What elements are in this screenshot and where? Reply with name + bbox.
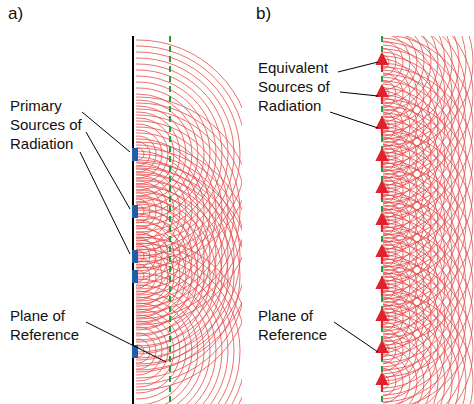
source-arrow (381, 118, 383, 136)
source-arrow (381, 182, 383, 200)
wavefront-arc (383, 251, 417, 321)
wavefront-arc (136, 327, 162, 375)
wavefront-arc (136, 297, 192, 404)
wavefront-arc (136, 202, 192, 310)
source-arrow (381, 342, 383, 360)
wavefront-arc (383, 315, 417, 385)
wavefront-arc (383, 169, 403, 211)
wavefront-arc (136, 291, 198, 404)
source-arrow (381, 214, 383, 232)
wavefront-arc (136, 345, 144, 357)
source-arrow (381, 310, 383, 328)
panel-letter: a) (8, 4, 48, 23)
wavefront-arc (383, 233, 403, 275)
wavefront-arc (136, 279, 210, 404)
wavefront-arc (383, 241, 459, 395)
reference-plane-a (169, 36, 171, 404)
wavefront-arc (136, 249, 240, 404)
wavefront-arc (383, 308, 424, 392)
wavefront-arc (383, 340, 424, 404)
wavefront-arc (383, 259, 473, 404)
sources-label: Equivalent Sources of Radiation (258, 58, 340, 115)
wavefront-arc (383, 291, 473, 404)
wavefront-arc (383, 123, 417, 193)
wavefront-arc (383, 319, 445, 404)
source-arrow (381, 278, 383, 296)
leader-lines (80, 62, 378, 362)
wavefront-arc (383, 105, 403, 147)
wavefront-arc (136, 309, 180, 393)
wavefront-arc (136, 157, 192, 265)
wavefront-arc (136, 192, 222, 360)
wavefront-arc (383, 219, 417, 289)
wavefront-arc (383, 297, 403, 339)
wavefront-arc (383, 36, 424, 104)
wavefront-arc (136, 258, 156, 294)
wavefront-arc (136, 186, 228, 366)
wavefront-arc (383, 59, 417, 129)
wavefront-arc (383, 91, 417, 161)
wavefront-arc (136, 184, 210, 328)
wavefront-arc (383, 347, 417, 404)
wavefront-arc (136, 273, 216, 404)
sources-label: Primary Sources of Radiation (10, 96, 92, 153)
wavefront-arc (136, 70, 222, 238)
equivalent-sources (381, 54, 383, 392)
wavefront-arc (383, 201, 403, 243)
source-arrow (381, 374, 383, 392)
wavefront-arc (136, 267, 222, 404)
panel-letter: b) (256, 4, 296, 23)
wavefront-arc (383, 265, 403, 307)
wavefront-arc (383, 283, 417, 353)
wavefront-arc (136, 222, 192, 330)
wavefront-arc (383, 273, 459, 404)
wavefront-arc (136, 97, 242, 325)
wavefront-arc (383, 187, 417, 257)
wavefront-arc (383, 368, 396, 396)
source-arrow (381, 54, 383, 72)
wavefront-arc (136, 168, 242, 384)
source-arrow (381, 246, 383, 264)
wavefront-arc (136, 237, 242, 404)
wavefront-arc (383, 298, 466, 404)
wavefront-arc (383, 137, 403, 179)
wavefront-arc (136, 261, 228, 404)
wavefront-arc (136, 270, 144, 282)
wavefronts-b (383, 36, 473, 404)
wavefront-arc (136, 52, 240, 256)
wavefront-arc (136, 315, 174, 387)
wavefront-arc (136, 255, 234, 404)
wavefront-arc (383, 375, 389, 389)
reference-plane-b (381, 36, 383, 404)
plane-label: Plane of Reference (10, 306, 90, 344)
wavefront-arc (136, 205, 144, 217)
wavefront-arc (383, 73, 403, 115)
wavefront-arc (136, 333, 156, 369)
wavefront-arc (383, 312, 452, 404)
wavefront-arc (383, 227, 473, 404)
source-arrow (381, 150, 383, 168)
wavefront-arc (383, 209, 459, 363)
wavefront-arc (136, 321, 168, 381)
primary-sources (132, 148, 138, 358)
wavefronts-a (136, 40, 242, 404)
wavefront-arc (383, 354, 410, 404)
wavefront-arc (383, 329, 403, 371)
plane-label: Plane of Reference (258, 306, 338, 344)
wavefront-arc (383, 305, 459, 404)
wavefront-arc (136, 243, 242, 404)
wavefront-arc (383, 326, 438, 404)
wavefront-arc (136, 162, 242, 390)
wavefront-arc (383, 361, 403, 403)
wavefront-arc (383, 333, 431, 404)
wavefront-arc (383, 155, 417, 225)
wavefront-arc (383, 41, 403, 83)
source-arrow (381, 86, 383, 104)
